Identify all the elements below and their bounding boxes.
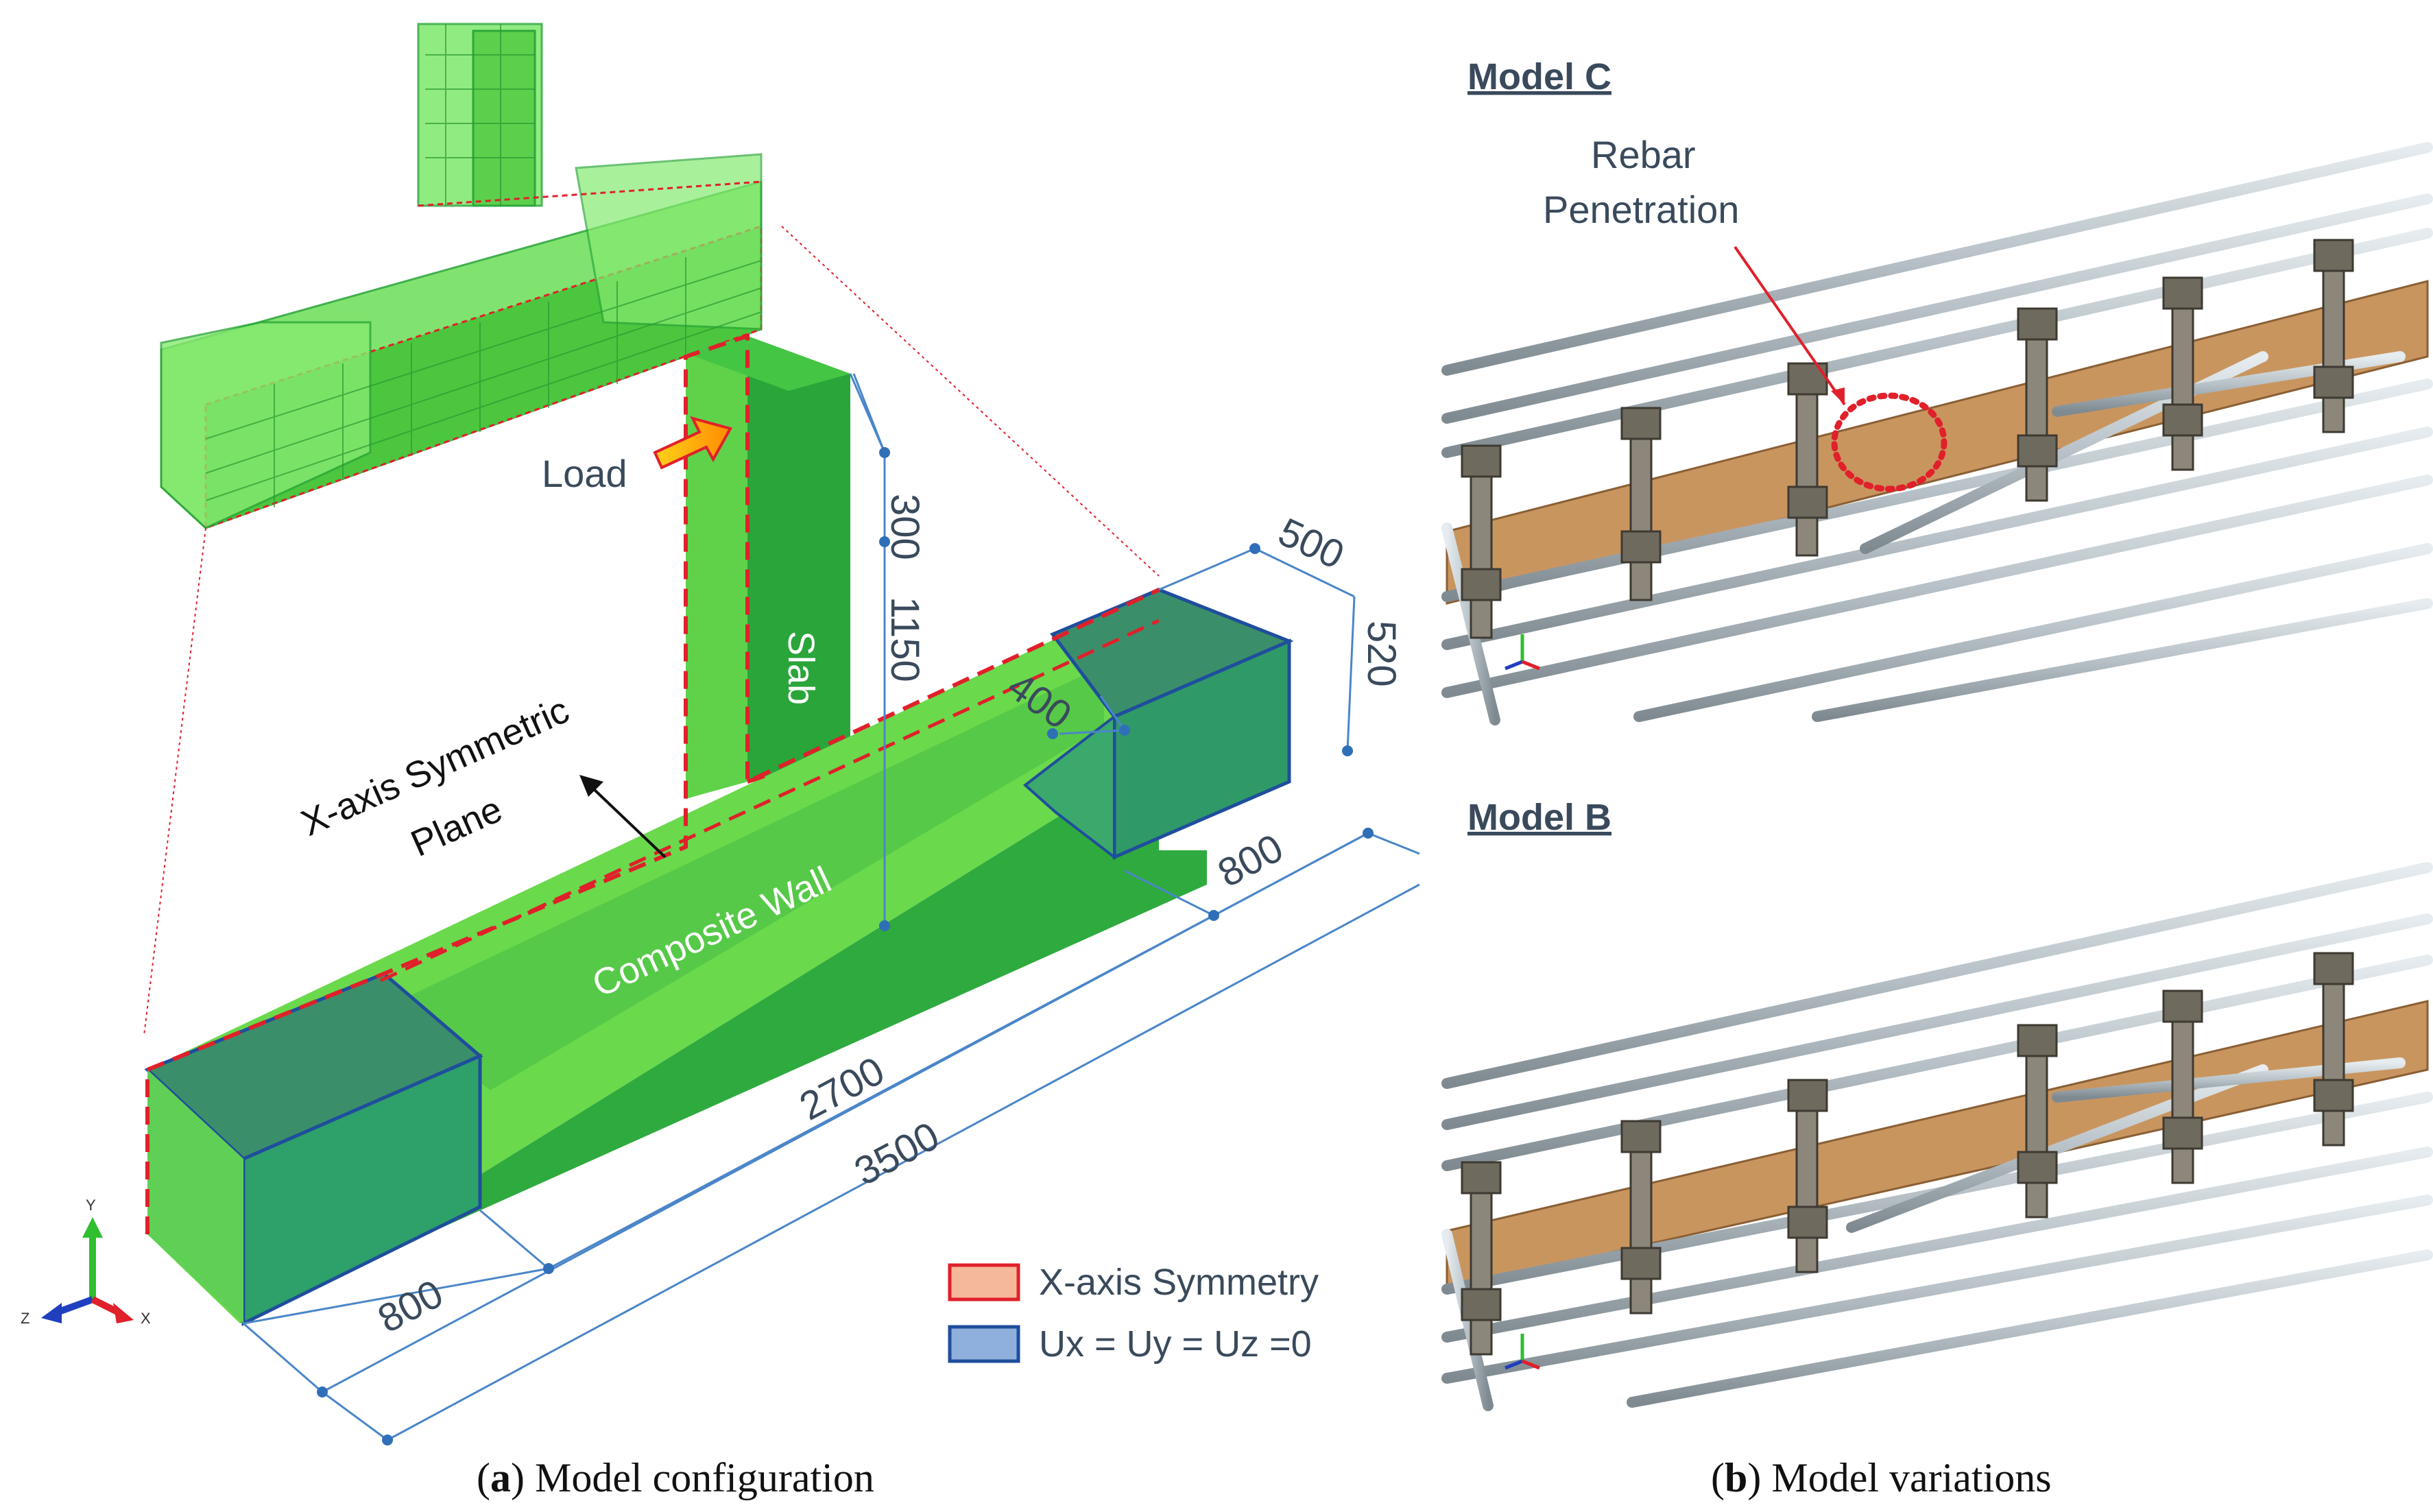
panel-b: Rebar Penetration Model C (1441, 36, 2433, 1500)
legend-swatch-fixed (948, 1325, 1020, 1363)
slab-column-left (686, 336, 747, 799)
dim-3500: 3500 (848, 1114, 946, 1195)
load-arrow (653, 416, 732, 470)
panel-a: 300 1150 500 520 400 800 2700 3500 800 L… (21, 23, 1420, 1500)
caption-a: (a) Model configuration (477, 1455, 874, 1500)
main-model (144, 333, 1294, 1327)
slab-column-face (747, 336, 850, 782)
model-c-render: Rebar Penetration Model C (1441, 36, 2433, 727)
legend-swatch-symmetry (948, 1263, 1020, 1301)
penetration-arrow (1734, 245, 1846, 406)
caption-b: (b) Model variations (1711, 1455, 2052, 1500)
axis-triad-a: Y Z X (21, 1197, 151, 1327)
dimension-lines (243, 373, 1420, 1441)
legend-label-fixed: Ux = Uy = Uz =0 (1039, 1323, 1312, 1365)
legend: X-axis Symmetry Ux = Uy = Uz =0 (948, 1262, 1319, 1365)
penetration-circle (1831, 392, 1947, 492)
zoom-guide-left (143, 527, 206, 1036)
axis-x-label: X (141, 1310, 151, 1327)
symmetric-plane-arrow (579, 775, 667, 859)
legend-label-symmetry: X-axis Symmetry (1039, 1262, 1319, 1303)
dim-520: 520 (1359, 621, 1404, 687)
load-label: Load (542, 452, 627, 495)
dim-500: 500 (1272, 509, 1351, 578)
model-b-render: Model B (1441, 783, 2433, 1411)
model-b-title: Model B (1467, 797, 1611, 838)
axis-z-label: Z (21, 1310, 29, 1327)
dim-300: 300 (883, 494, 927, 560)
dimension-dots (317, 447, 1374, 1445)
model-c-title: Model C (1467, 56, 1611, 97)
symmetric-plane-label-2: Plane (405, 789, 508, 865)
dim-800-right: 800 (1211, 826, 1291, 896)
wireframe-model (160, 23, 763, 530)
penetration-label: Penetration (1543, 188, 1739, 231)
axis-y-label: Y (86, 1197, 96, 1214)
slab-label: Slab (780, 631, 822, 705)
symmetry-outline (145, 333, 1160, 1234)
dim-1150: 1150 (883, 597, 927, 682)
rebar-label: Rebar (1591, 133, 1696, 176)
